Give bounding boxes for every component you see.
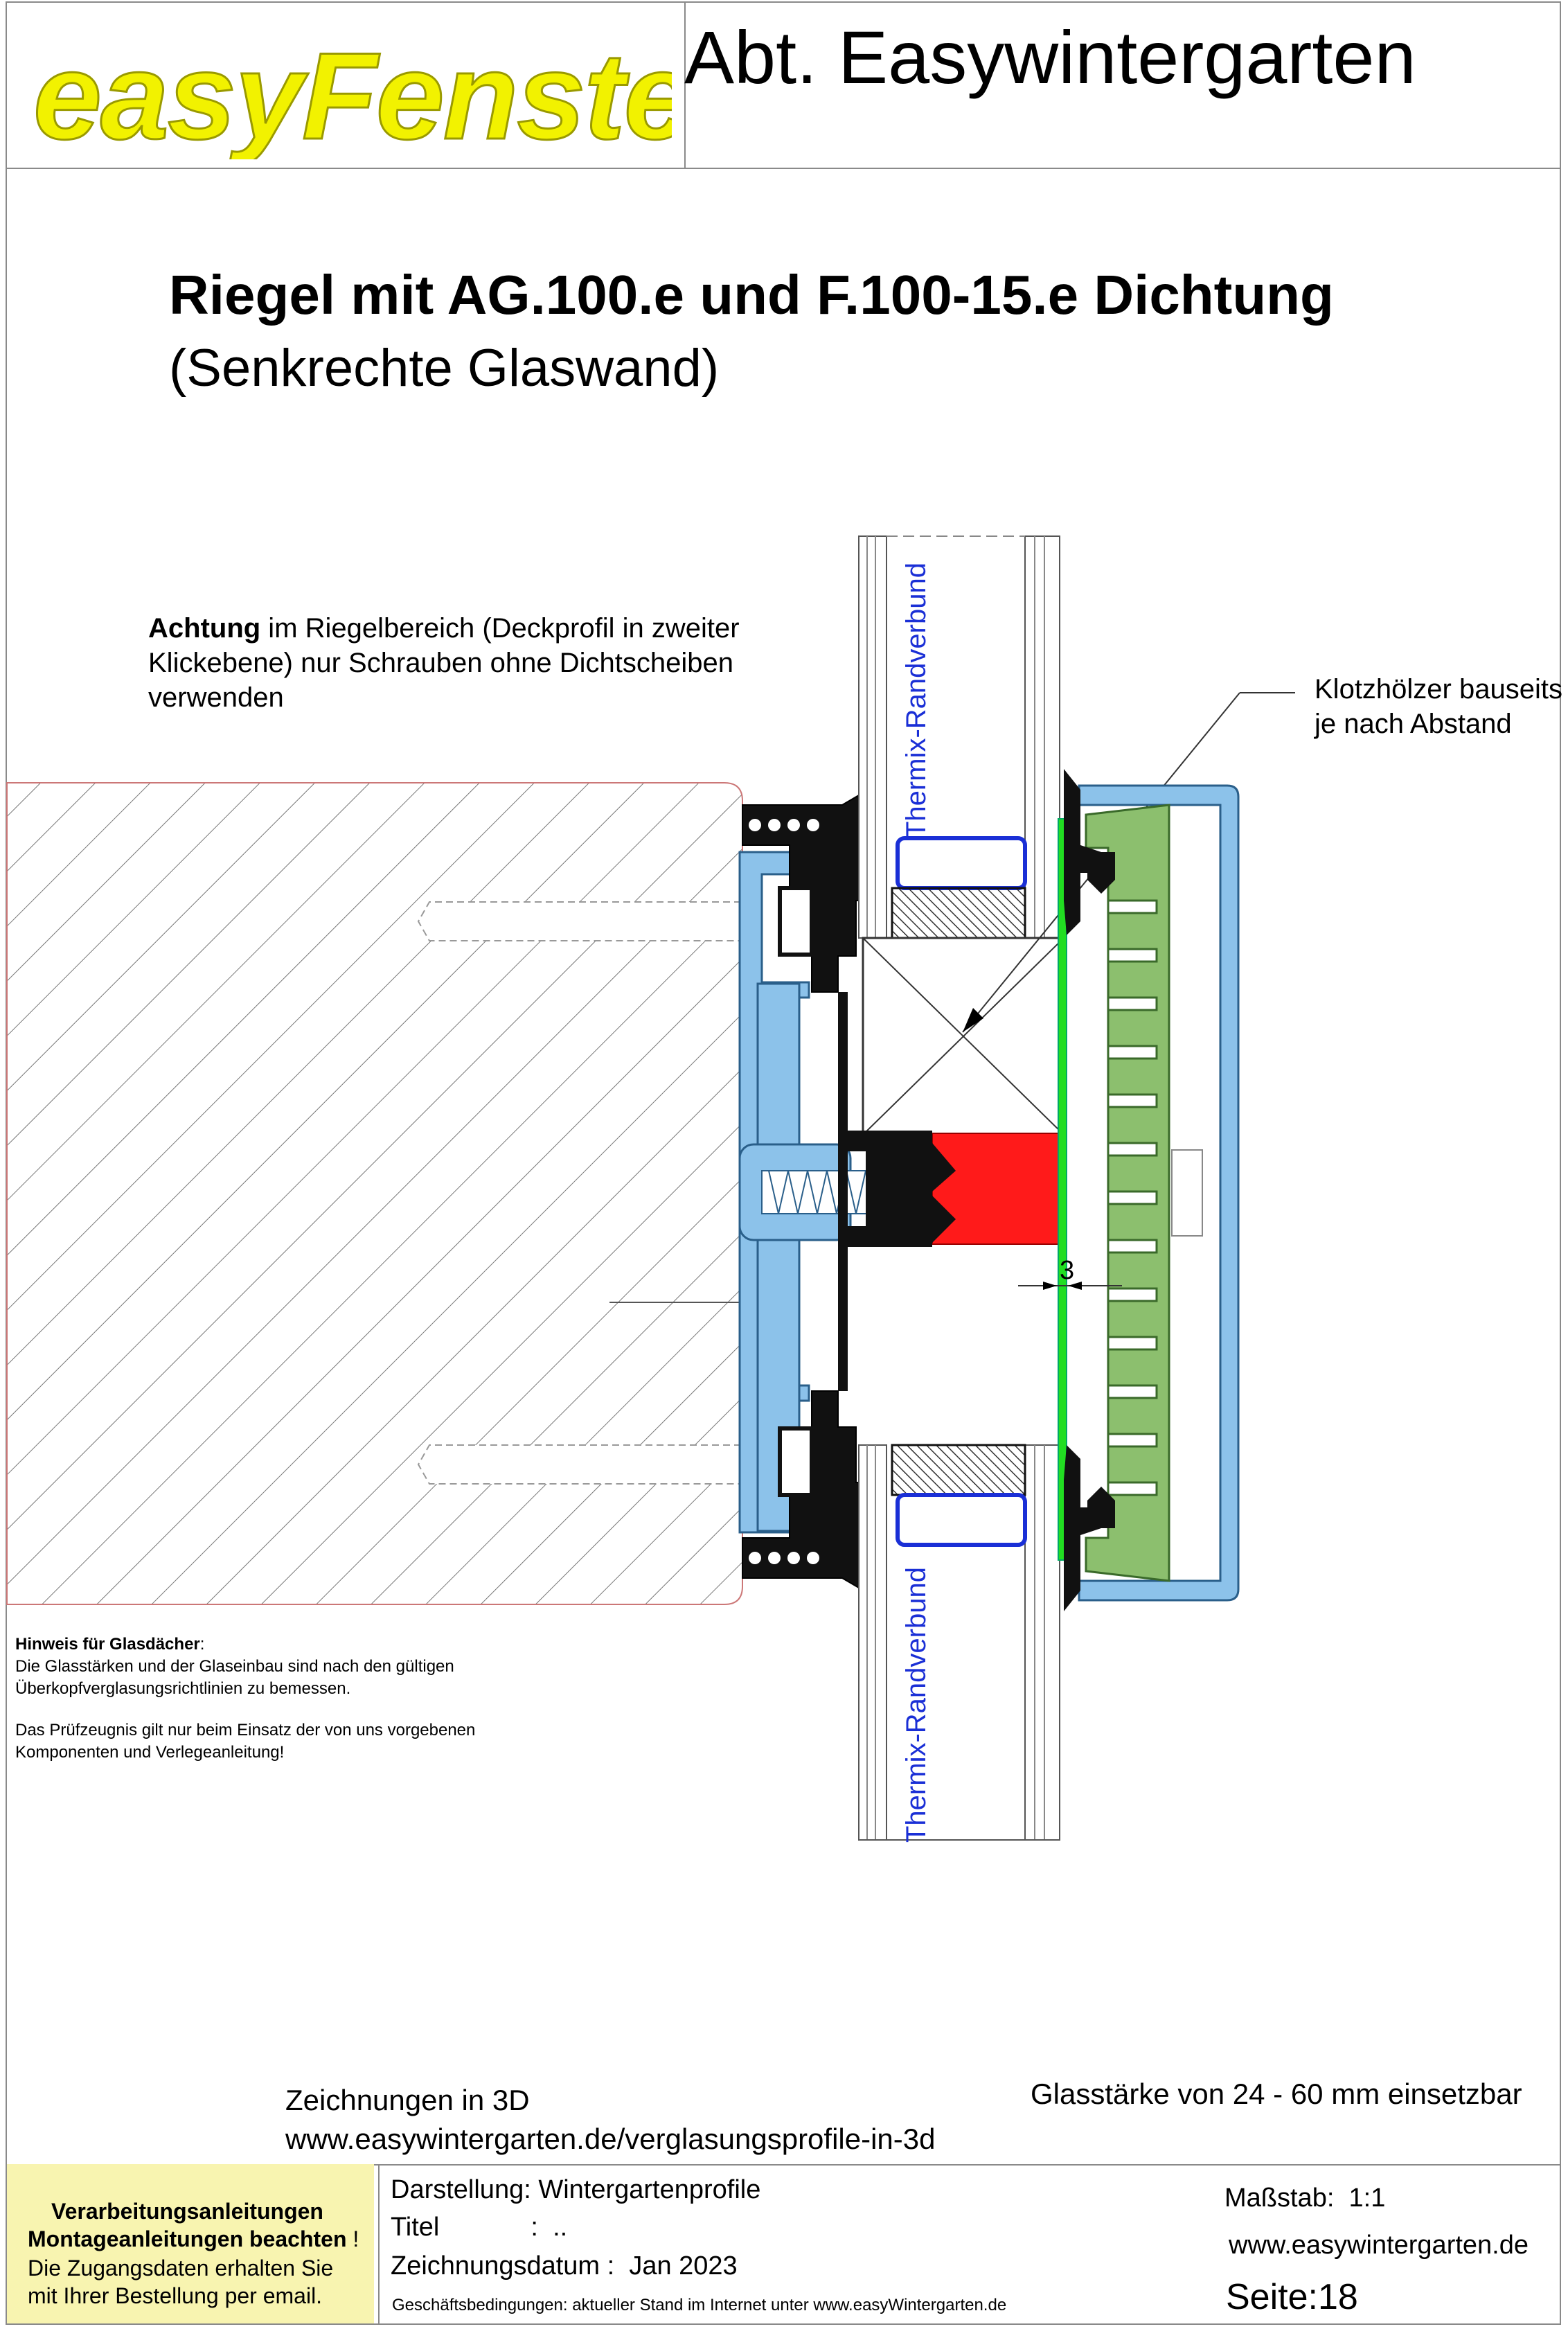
glass-roof-line-3: Das Prüfzeugnis gilt nur beim Einsatz de…	[15, 1721, 476, 1739]
footer-datum: Zeichnungsdatum : Jan 2023	[391, 2251, 738, 2281]
glass-pane-bottom-inner	[858, 1444, 887, 1841]
glass-pane-top-outer	[1024, 535, 1060, 939]
warning-line-3: verwenden	[148, 682, 284, 713]
instructions-box	[7, 2164, 374, 2323]
clip-green-bottom	[1087, 1487, 1115, 1528]
instructions-line-3: Die Zugangsdaten erhalten Sie	[28, 2256, 334, 2281]
glass-pane-bottom-outer	[1024, 1444, 1060, 1841]
black-wedge	[848, 1131, 932, 1247]
warning-line-2: Klickebene) nur Schrauben ohne Dichtsche…	[148, 648, 733, 678]
footer-divider	[6, 2164, 1561, 2166]
screw-hole-bottom	[417, 1444, 741, 1485]
screw-thread	[768, 1170, 866, 1214]
header-vertical-divider	[684, 1, 686, 168]
thermix-label-bottom: Thermix-Randverbund	[901, 1567, 932, 1843]
drawing-title: Riegel mit AG.100.e und F.100-15.e Dicht…	[169, 264, 1334, 326]
warning-note: Achtung im Riegelbereich (Deckprofil in …	[148, 611, 740, 715]
footer-page: Seite:18	[1226, 2277, 1358, 2317]
department-title: Abt. Easywintergarten	[684, 15, 1416, 99]
block-note: Klotzhölzer bauseits je nach Abstand	[1315, 672, 1562, 741]
glass-roof-heading: Hinweis für Glasdächer	[15, 1635, 200, 1654]
wood-beam	[6, 782, 743, 1605]
footer-titel: Titel: ..	[391, 2213, 568, 2242]
drawing-subtitle: (Senkrechte Glaswand)	[169, 339, 720, 398]
glass-roof-note: Hinweis für Glasdächer: Die Glasstärken …	[15, 1633, 475, 1764]
footer-darstellung: Darstellung: Wintergartenprofile	[391, 2175, 761, 2204]
cover-profile-aluminium	[1078, 784, 1240, 1602]
drawings-3d: Zeichnungen in 3D www.easywintergarten.d…	[285, 2081, 935, 2159]
clip-bottom	[778, 1426, 814, 1497]
red-spacer	[932, 1133, 1064, 1245]
glass-roof-line-1: Die Glasstärken und der Glaseinbau sind …	[15, 1657, 454, 1676]
cover-lug	[1171, 1149, 1203, 1237]
instructions-line-1: Verarbeitungsanleitungen	[51, 2199, 323, 2224]
easyfenster-logo: easyFenster	[33, 28, 672, 159]
clip-top	[778, 886, 814, 957]
glass-thickness-note: Glasstärke von 24 - 60 mm einsetzbar	[1031, 2078, 1522, 2110]
dimension-label: 3	[1060, 1256, 1074, 1285]
thermix-label-top: Thermix-Randverbund	[901, 563, 932, 838]
svg-text:easyFenster: easyFenster	[33, 28, 672, 159]
footer-scale: Maßstab: 1:1	[1224, 2184, 1386, 2213]
glass-pane-top-inner	[858, 535, 887, 939]
glass-sheet-green	[1058, 818, 1067, 1561]
drawings-3d-link[interactable]: www.easywintergarten.de/verglasungsprofi…	[285, 2123, 936, 2155]
inner-web-black	[838, 992, 848, 1391]
sealant-bottom	[891, 1444, 1026, 1496]
green-profile-fins	[1107, 899, 1158, 1496]
header-divider	[6, 168, 1561, 169]
warning-line-1: im Riegelbereich (Deckprofil in zweiter	[260, 613, 740, 644]
thermix-spacer-top	[896, 836, 1027, 890]
glass-roof-line-2: Überkopfverglasungsrichtlinien zu bemess…	[15, 1679, 351, 1698]
instructions-line-4: mit Ihrer Bestellung per email.	[28, 2283, 323, 2308]
sealant-top	[891, 887, 1026, 939]
block-line-2: je nach Abstand	[1315, 709, 1512, 739]
warning-bold: Achtung	[148, 613, 261, 644]
screw-hole-top	[417, 901, 741, 941]
drawings-3d-label: Zeichnungen in 3D	[285, 2084, 530, 2116]
glass-roof-line-4: Komponenten und Verlegeanleitung!	[15, 1743, 285, 1762]
thermix-spacer-bottom	[896, 1493, 1027, 1547]
footer-terms: Geschäftsbedingungen: aktueller Stand im…	[392, 2296, 1007, 2314]
clip-green-top	[1087, 852, 1115, 894]
footer-vertical-divider	[378, 2164, 380, 2325]
block-line-1: Klotzhölzer bauseits	[1315, 674, 1562, 705]
instructions-line-2: Montageanleitungen beachten !	[28, 2226, 359, 2251]
footer-website[interactable]: www.easywintergarten.de	[1229, 2231, 1529, 2260]
